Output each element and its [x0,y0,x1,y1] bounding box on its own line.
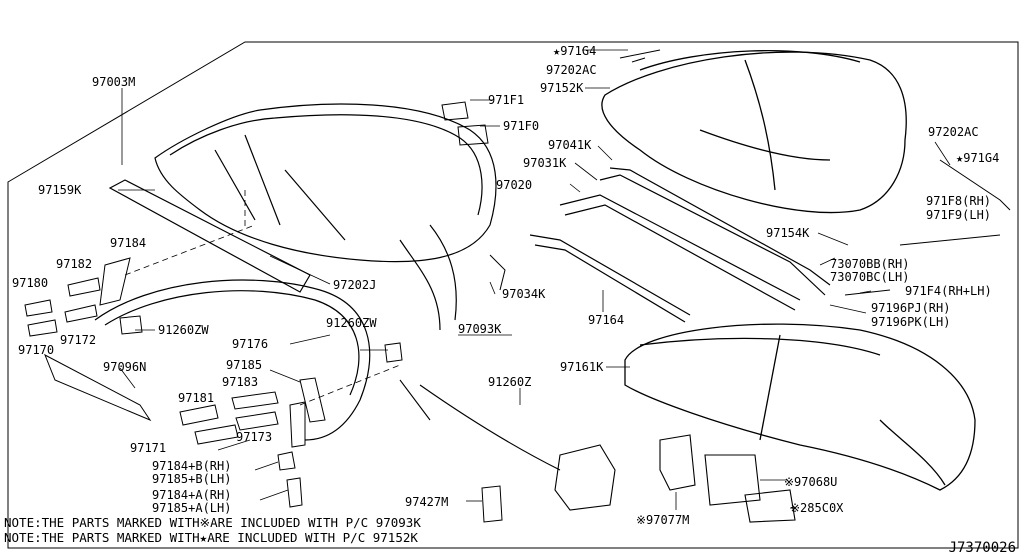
label-97173: 97173 [236,430,273,444]
label-73070BB: 73070BB(RH) [830,257,910,271]
label-971F4: 971F4(RH+LH) [905,284,992,298]
label-97180: 97180 [12,276,49,290]
label-97184-A: 97184+A(RH) [152,488,232,502]
label-97077M: ※97077M [636,513,690,527]
label-97164: 97164 [588,313,625,327]
front-top-shell-97161K [624,323,976,491]
label-971F8: 971F8(RH) [926,194,992,208]
label-97161K: 97161K [560,360,604,374]
diagram-code: J7370026 [948,540,1016,556]
label-97003M: 97003M [92,75,136,89]
label-97181: 97181 [178,391,215,405]
label-97093K: 97093K [458,322,502,336]
note-line-2: NOTE:THE PARTS MARKED WITH★ARE INCLUDED … [4,530,418,545]
note-line-1: NOTE:THE PARTS MARKED WITH※ARE INCLUDED … [4,515,421,530]
label-97185: 97185 [226,358,263,372]
label-97176: 97176 [232,337,269,351]
label-97172: 97172 [60,333,97,347]
label-97196PK: 97196PK(LH) [871,315,951,329]
label-97182: 97182 [56,257,93,271]
label-97202AC-top: 97202AC [546,63,597,77]
label-97020: 97020 [496,178,533,192]
seal-rails [529,167,831,323]
label-97068U: ※97068U [784,475,838,489]
rear-top-shell-97152K [601,50,907,214]
label-97185-B: 97185+B(LH) [152,472,232,486]
label-73070BC: 73070BC(LH) [830,270,910,284]
label-971G4-top: ★971G4 [553,44,597,58]
label-97170: 97170 [18,343,55,357]
label-97034K: 97034K [502,287,546,301]
motor-pump-cluster [399,379,796,523]
label-97184: 97184 [110,236,147,250]
label-97185-A: 97185+A(LH) [152,501,232,515]
label-97041K: 97041K [548,138,592,152]
label-97184-B: 97184+B(RH) [152,459,232,473]
label-97159K: 97159K [38,183,82,197]
label-97152K: 97152K [540,81,584,95]
label-971F9: 971F9(LH) [926,208,992,222]
side-frame-97176 [94,279,371,441]
label-971G4-right: ★971G4 [956,151,1000,165]
label-91260ZW-a: 91260ZW [158,323,209,337]
dashed-assembly-lines [124,190,401,406]
label-91260Z: 91260Z [488,375,532,389]
label-285C0X: ※285C0X [790,501,844,515]
leader-lines [118,49,951,510]
label-91260ZW-b: 91260ZW [326,316,377,330]
label-971F0: 971F0 [503,119,540,133]
label-97202AC-right: 97202AC [928,125,979,139]
assembly-frame [7,41,1019,549]
label-971F1: 971F1 [488,93,525,107]
label-97183: 97183 [222,375,259,389]
small-parts [24,49,1011,523]
label-97096N: 97096N [103,360,147,374]
label-97154K: 97154K [766,226,810,240]
label-97202J: 97202J [333,278,377,292]
label-97196PJ: 97196PJ(RH) [871,301,951,315]
label-97031K: 97031K [523,156,567,170]
label-97427M: 97427M [405,495,449,509]
main-frame-97003M [154,103,497,331]
label-97171: 97171 [130,441,167,455]
